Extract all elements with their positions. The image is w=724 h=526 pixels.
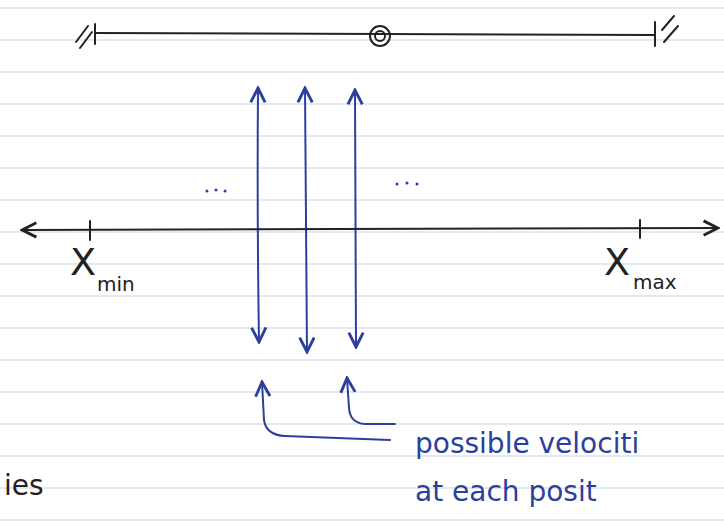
axis-symbol: X xyxy=(70,243,96,281)
axis-symbol: X xyxy=(604,243,630,281)
callout-bracket xyxy=(262,378,395,440)
wire-with-walls xyxy=(76,16,678,48)
callout-note: possible velociti xyxy=(415,430,639,458)
axis-subscript: max xyxy=(633,272,677,292)
note-fragment: ies xyxy=(4,472,44,500)
ruled-lines xyxy=(0,8,724,520)
callout-note: at each posit xyxy=(415,478,597,506)
position-axis xyxy=(22,220,718,240)
velocity-arrows xyxy=(258,88,356,352)
axis-subscript: min xyxy=(97,274,135,294)
ellipsis-dots xyxy=(206,182,419,193)
